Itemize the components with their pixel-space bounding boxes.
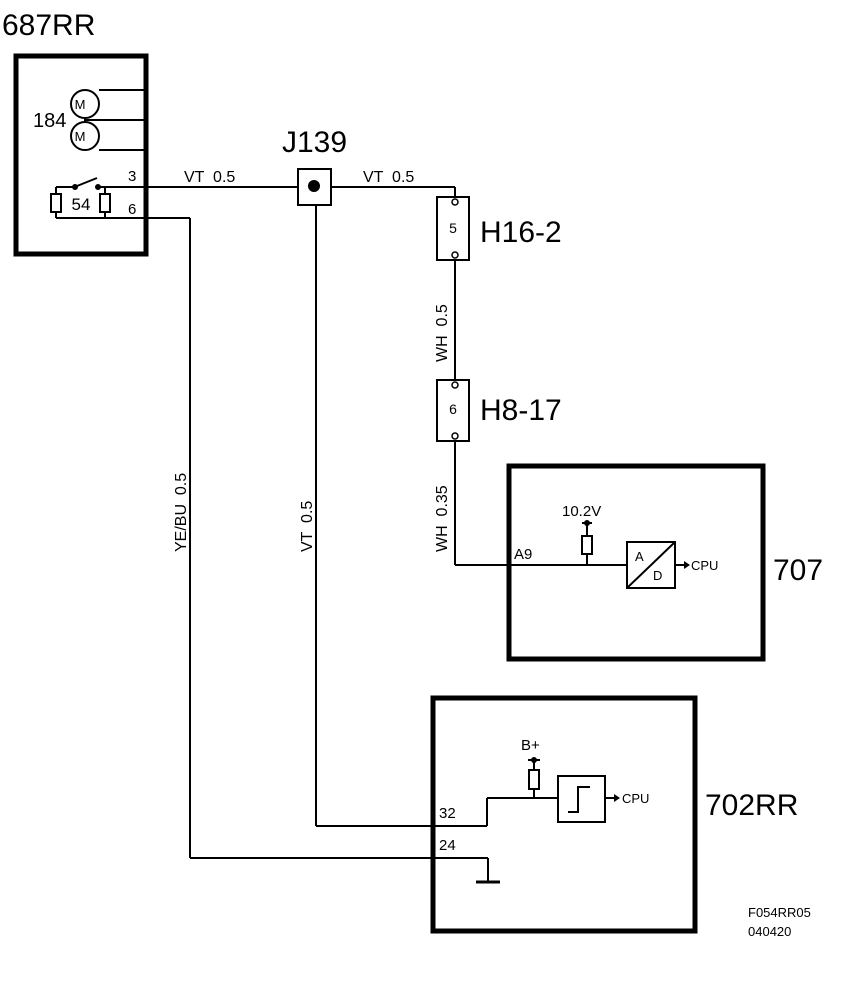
label-h16-2: H16-2 xyxy=(480,216,562,249)
figure-code: F054RR05 xyxy=(748,905,811,920)
label-184: 184 xyxy=(33,110,66,132)
wire-label: VT 0.5 xyxy=(184,169,235,186)
supply-label: B+ xyxy=(521,737,540,754)
splice-j139 xyxy=(297,168,332,206)
motor-letter: M xyxy=(75,129,86,144)
connector-h16-2 xyxy=(436,196,470,261)
wire-label: VT 0.5 xyxy=(363,169,414,186)
component-707 xyxy=(506,463,766,662)
arrow-right-icon xyxy=(684,561,690,569)
pin-label-24: 24 xyxy=(439,837,456,854)
label-j139: J139 xyxy=(282,126,347,159)
wire-label: WH 0.35 xyxy=(434,485,451,552)
connector-h8-17 xyxy=(436,379,470,442)
schmitt-trigger-icon xyxy=(557,775,606,823)
label-switch-54: 54 xyxy=(72,195,91,214)
pin-label-3: 3 xyxy=(128,168,136,185)
adc-label-a: A xyxy=(635,549,644,564)
wire-label: YE/BU 0.5 xyxy=(173,473,190,552)
component-687rr xyxy=(13,53,149,257)
adc-label-d: D xyxy=(653,568,662,583)
pin-label-5: 5 xyxy=(449,220,457,236)
voltage-label: 10.2V xyxy=(562,503,601,520)
pin-label-6-h8: 6 xyxy=(449,401,457,417)
figure-date: 040420 xyxy=(748,924,791,939)
label-h8-17: H8-17 xyxy=(480,394,562,427)
wire-label: WH 0.5 xyxy=(434,304,451,362)
cpu-label: CPU xyxy=(691,558,718,573)
label-707: 707 xyxy=(773,554,823,587)
switch-icon xyxy=(50,177,146,219)
pin-label-32: 32 xyxy=(439,805,456,822)
cpu-label: CPU xyxy=(622,791,649,806)
component-702rr xyxy=(430,695,698,934)
label-687rr: 687RR xyxy=(2,9,95,42)
wire-label: VT 0.5 xyxy=(299,501,316,552)
pin-label-6: 6 xyxy=(128,201,136,218)
arrow-right-icon xyxy=(614,794,620,802)
wire-lines xyxy=(146,186,627,883)
motor-letter: M xyxy=(75,97,86,112)
pin-label-a9: A9 xyxy=(514,546,532,563)
label-702rr: 702RR xyxy=(705,789,798,822)
